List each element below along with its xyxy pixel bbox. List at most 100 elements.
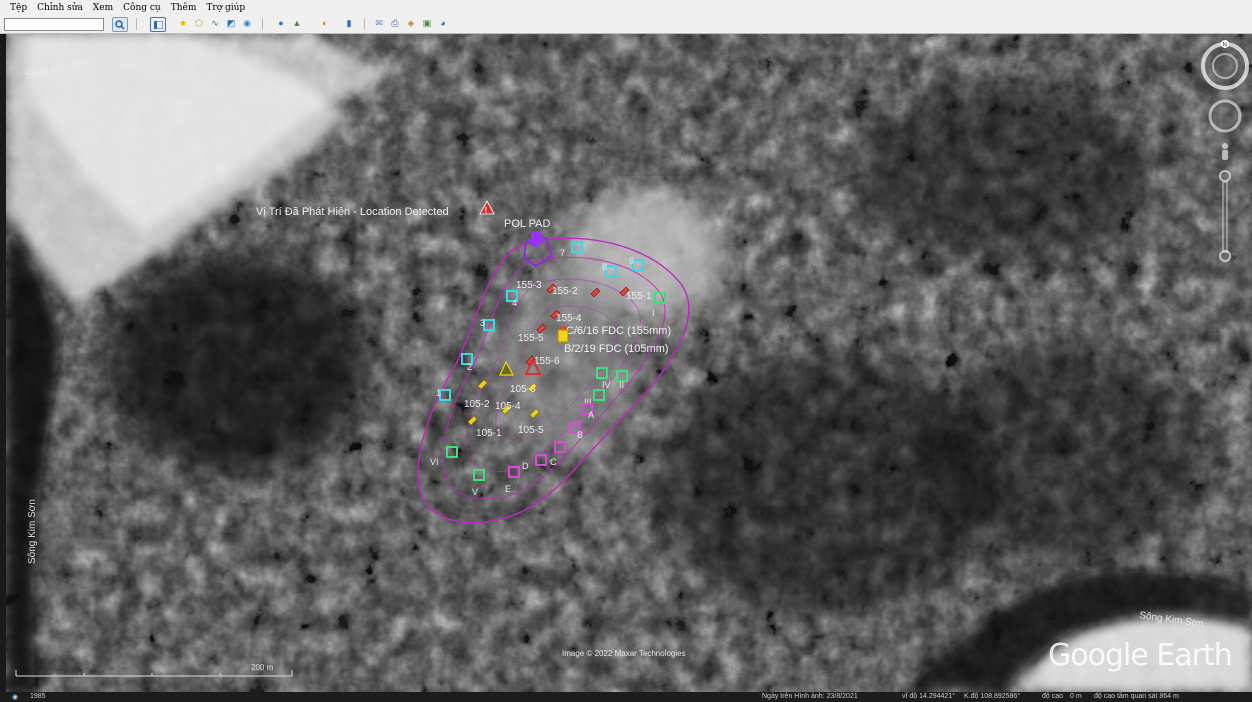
contour-inner-2 <box>466 278 641 473</box>
pin-155-5-label: 155-5 <box>518 333 544 344</box>
look-icon[interactable] <box>1208 99 1242 133</box>
marker-cyan-1[interactable] <box>439 389 451 401</box>
pin-105-5[interactable] <box>529 408 540 419</box>
pol-pad-icon[interactable] <box>522 231 554 268</box>
map-viewport[interactable]: Vị Trí Đã Phát Hiện - Location Detected … <box>6 34 1252 692</box>
marker-cyan-8-label: 8 <box>602 262 607 272</box>
eye-altitude: độ cao tầm quan sát 864 m <box>1094 693 1179 700</box>
pin-155-2[interactable] <box>590 287 601 298</box>
marker-cyan-9[interactable] <box>632 259 644 271</box>
pin-155-1[interactable] <box>619 286 630 297</box>
overlay-button[interactable]: ◩ <box>224 17 238 30</box>
save-image-button[interactable]: ▣ <box>420 17 434 30</box>
zoom-slider-icon[interactable] <box>1219 170 1231 262</box>
elevation-value: 0 m <box>1070 693 1082 700</box>
marker-cyan-3[interactable] <box>483 319 495 331</box>
pin-155-2-label: 155-2 <box>552 286 578 297</box>
pin-155-5[interactable] <box>536 323 547 334</box>
marker-magenta-A-label: A <box>588 410 594 420</box>
status-bar: ◉ 1985 Ngày trên Hình ảnh: 23/8/2021 vĩ … <box>0 692 1252 702</box>
pin-105-6-label: 105-6 <box>510 384 536 395</box>
pin-105-5-label: 105-5 <box>518 425 544 436</box>
menu-help[interactable]: Trợ giúp <box>206 2 246 13</box>
pin-105-4[interactable] <box>501 404 512 415</box>
pin-155-6-label: 155-6 <box>534 356 560 367</box>
menu-add[interactable]: Thêm <box>170 2 197 13</box>
email-icon: ✉ <box>375 18 383 28</box>
marker-cyan-2-label: 2 <box>467 362 472 372</box>
marker-cyan-4[interactable] <box>506 290 518 302</box>
warning-icon[interactable]: ! <box>479 200 495 215</box>
warning-icon[interactable] <box>524 357 542 375</box>
toolbar-divider <box>364 18 365 30</box>
pol-pad-label: POL PAD <box>504 218 551 230</box>
marker-green-III-label: III <box>584 397 592 407</box>
pin-155-3[interactable] <box>546 283 557 294</box>
marker-cyan-8[interactable] <box>605 265 617 277</box>
ruler-icon: ▮ <box>346 18 352 28</box>
sidebar-button[interactable] <box>150 17 166 32</box>
map-button[interactable]: ◈ <box>404 17 418 30</box>
warning-icon[interactable] <box>499 360 515 376</box>
longitude: K.độ 108.892586° <box>964 693 1021 700</box>
marker-magenta-B[interactable] <box>569 421 581 433</box>
marker-green-I[interactable] <box>654 292 666 304</box>
sidebar-icon <box>153 20 163 29</box>
marker-cyan-4-label: 4 <box>512 298 517 308</box>
menu-edit[interactable]: Chỉnh sửa <box>37 2 83 13</box>
email-button[interactable]: ✉ <box>372 17 386 30</box>
historical-imagery-icon[interactable]: ◉ <box>12 694 19 701</box>
marker-magenta-C[interactable] <box>554 441 566 453</box>
menu-view[interactable]: Xem <box>92 2 114 13</box>
marker-green-V-label: V <box>472 487 478 497</box>
pin-105-4-label: 105-4 <box>495 401 521 412</box>
marker-green-II[interactable] <box>616 370 628 382</box>
marker-magenta-E[interactable] <box>508 466 520 478</box>
menu-file[interactable]: Tệp <box>10 2 28 13</box>
search-input[interactable] <box>4 18 104 31</box>
marker-green-III[interactable] <box>593 389 605 401</box>
web-button[interactable]: ◕ <box>436 17 450 30</box>
marker-magenta-A[interactable] <box>581 403 593 415</box>
marker-green-V[interactable] <box>473 469 485 481</box>
google-earth-logo: Google Earth <box>1048 638 1233 673</box>
compass-icon[interactable]: N <box>1201 40 1249 90</box>
marker-green-IV[interactable] <box>596 367 608 379</box>
sun-button[interactable]: ▲ <box>290 17 304 30</box>
scale-bar <box>15 670 293 677</box>
contour-inner-3 <box>495 306 618 441</box>
search-button[interactable] <box>112 17 128 32</box>
placemark-button[interactable]: ★ <box>176 17 190 30</box>
polygon-button[interactable]: ⬠ <box>192 17 206 30</box>
tour-button[interactable]: ◉ <box>240 17 254 30</box>
search-icon <box>115 19 125 30</box>
planet-icon: ◐ <box>322 18 328 28</box>
marker-green-II-label: II <box>619 380 624 390</box>
pin-155-6[interactable] <box>525 355 536 366</box>
toolbar-divider <box>262 18 263 30</box>
ruler-button[interactable]: ▮ <box>342 17 356 30</box>
sky-button[interactable]: ● <box>274 17 288 30</box>
pin-155-4[interactable] <box>550 309 561 320</box>
menu-tools[interactable]: Công cụ <box>123 2 161 13</box>
pin-105-6[interactable] <box>527 382 538 393</box>
contour-inner-1 <box>442 256 666 500</box>
placemark-icon: ★ <box>178 18 188 28</box>
marker-green-VI[interactable] <box>446 446 458 458</box>
marker-cyan-2[interactable] <box>461 353 473 365</box>
print-button[interactable]: ⎙ <box>388 17 402 30</box>
pegman-icon[interactable] <box>1222 143 1228 160</box>
pin-105-1[interactable] <box>467 415 478 426</box>
pin-105-2[interactable] <box>477 379 488 390</box>
path-button[interactable]: ∿ <box>208 17 222 30</box>
web-icon: ◕ <box>440 18 446 28</box>
marker-cyan-9-label: 9 <box>629 256 634 266</box>
marker-magenta-B-label: B <box>577 430 583 440</box>
marker-magenta-D[interactable] <box>535 454 547 466</box>
fire-contours <box>417 237 690 524</box>
toolbar: ★ ⬠ ∿ ◩ ◉ ● ▲ ◐ ▮ ✉ ⎙ ◈ ▣ ◕ <box>0 15 1252 34</box>
planet-button[interactable]: ◐ <box>318 17 332 30</box>
navigation-controls: N <box>1200 38 1250 268</box>
fdc-105-flag-icon[interactable] <box>557 329 569 343</box>
marker-cyan-7[interactable] <box>571 241 583 253</box>
